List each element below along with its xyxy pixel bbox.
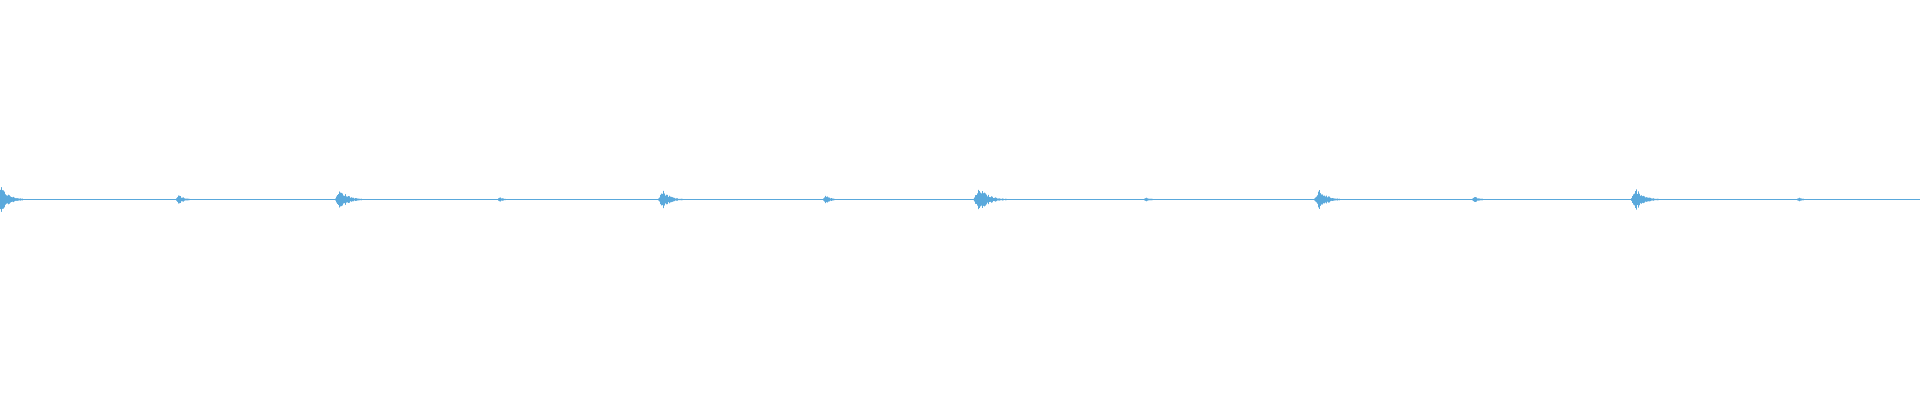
waveform-samples <box>0 187 1920 212</box>
